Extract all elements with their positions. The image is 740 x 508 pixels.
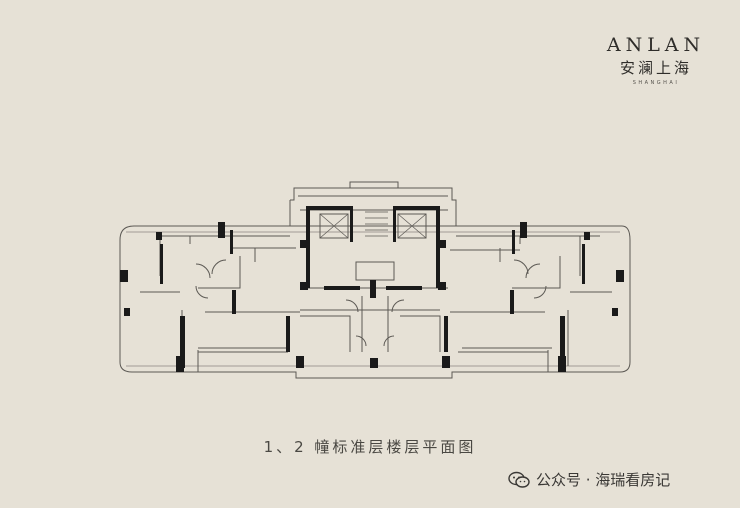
elevator-left (319, 213, 349, 239)
wechat-icon (508, 471, 530, 488)
plan-caption: 1、2 幢标准层楼层平面图 (263, 438, 477, 456)
logo-chinese-name: 安澜上海 (619, 59, 692, 77)
brand-logo: ANLAN 安澜上海 SHANGHAI (590, 34, 722, 86)
core-top-block (290, 187, 457, 226)
watermark-text: 公众号 · 海瑞看房记 (536, 471, 671, 489)
watermark: 公众号 · 海瑞看房记 (508, 469, 670, 490)
building-outline (119, 225, 631, 379)
logo-city: SHANGHAI (632, 80, 680, 86)
stair-treads (365, 211, 388, 237)
logo-english-name: ANLAN (606, 34, 706, 56)
elevator-right (397, 213, 427, 239)
